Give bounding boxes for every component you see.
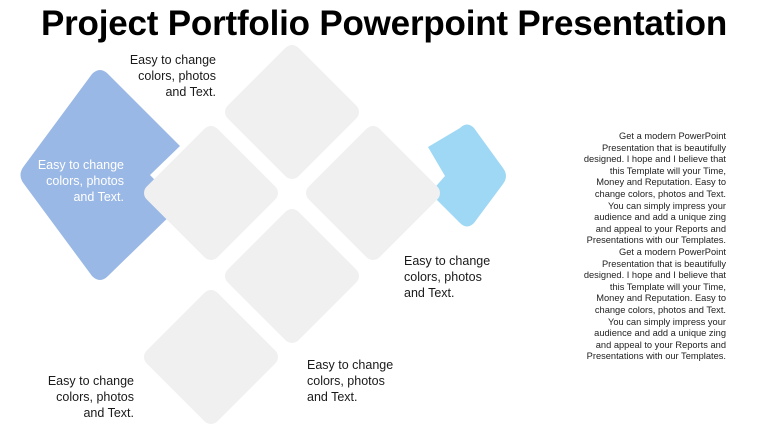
- description-paragraph: Get a modern PowerPoint Presentation tha…: [583, 131, 726, 362]
- light-blue-chevron-shape: [428, 124, 506, 227]
- tile-bottom-left: [144, 290, 278, 424]
- caption-top: Easy to change colors, photos and Text.: [129, 53, 216, 99]
- caption-bottom-left: Easy to change colors, photos and Text.: [47, 374, 134, 420]
- blue-chevron-shape: [20, 70, 180, 280]
- tile-top: [225, 45, 359, 179]
- tile-right: [306, 126, 440, 260]
- tile-left: [144, 126, 278, 260]
- caption-right: Easy to change colors, photos and Text.: [404, 254, 491, 300]
- tile-center-bottom: [225, 209, 359, 343]
- caption-blue: Easy to change colors, photos and Text.: [37, 158, 124, 204]
- caption-bottom-center: Easy to change colors, photos and Text.: [307, 358, 394, 404]
- slide-title: Project Portfolio Powerpoint Presentatio…: [40, 4, 728, 43]
